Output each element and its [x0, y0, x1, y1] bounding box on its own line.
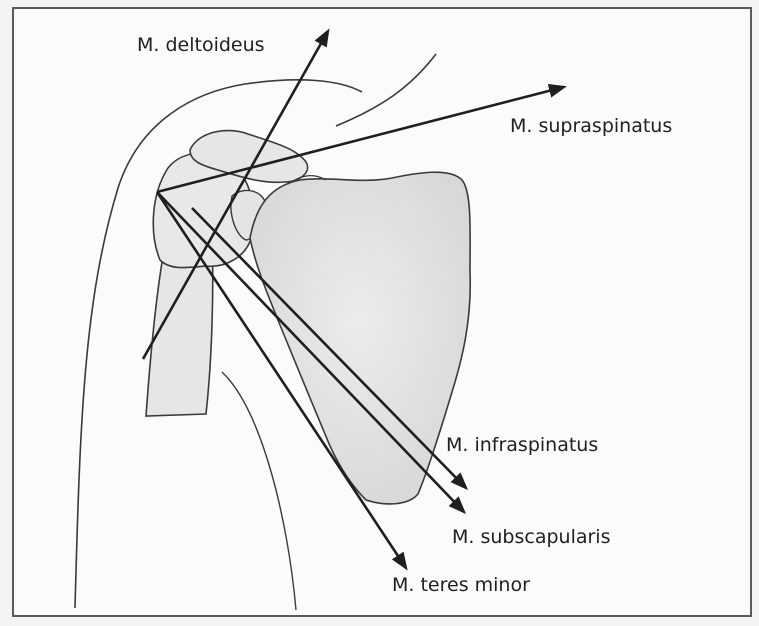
label-subscapularis: M. subscapularis	[452, 528, 610, 547]
label-deltoideus: M. deltoideus	[137, 36, 265, 55]
label-infraspinatus: M. infraspinatus	[446, 436, 598, 455]
label-teres-minor: M. teres minor	[392, 576, 530, 595]
label-supraspinatus: M. supraspinatus	[510, 117, 672, 136]
